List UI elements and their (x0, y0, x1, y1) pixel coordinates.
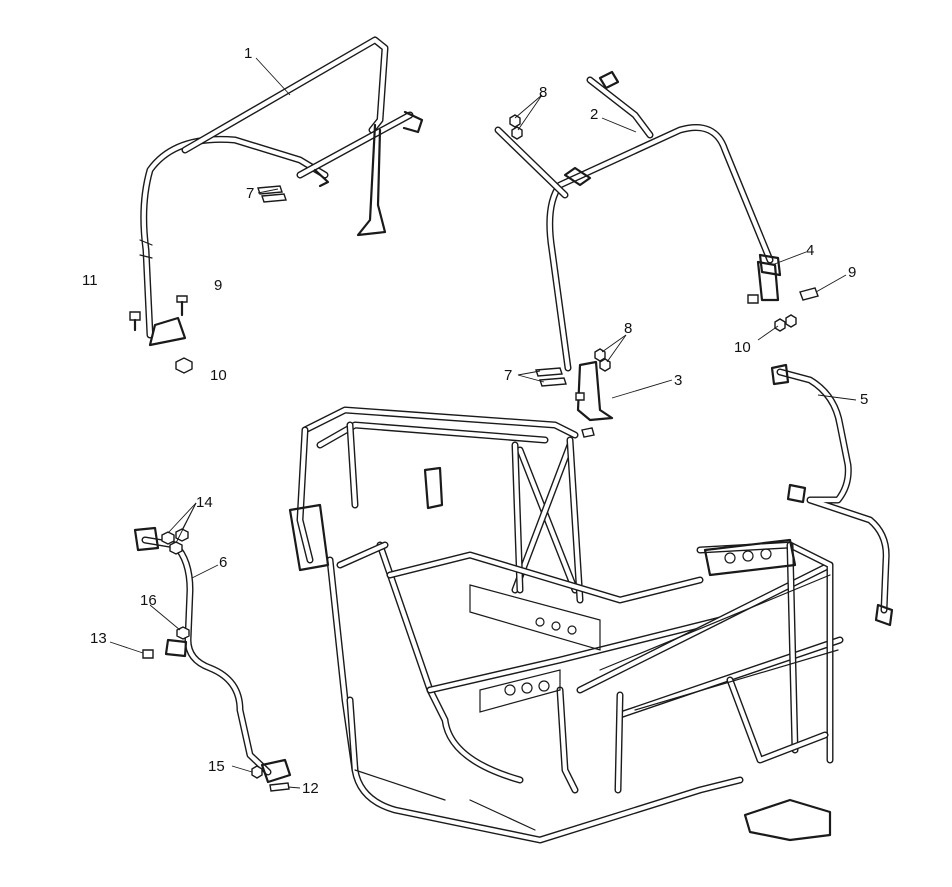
front-roll-cage-part-1 (139, 36, 424, 347)
callout-8-upper: 8 (539, 84, 547, 101)
side-bar-part-5 (770, 363, 894, 627)
callout-9-left: 9 (214, 277, 222, 294)
leader-lines (109, 57, 857, 789)
callout-8-lower: 8 (624, 320, 632, 337)
callout-12: 12 (302, 780, 319, 797)
main-chassis-frame (288, 406, 844, 844)
callout-13: 13 (90, 630, 107, 647)
bracket-part-3 (576, 360, 614, 422)
callout-11: 11 (82, 272, 98, 289)
callout-1: 1 (244, 45, 252, 62)
callout-9-right: 9 (848, 264, 856, 281)
hardware (129, 114, 819, 792)
callout-16: 16 (140, 592, 157, 609)
bracket-part-4 (756, 260, 780, 302)
callout-15: 15 (208, 758, 225, 775)
callout-7-lower: 7 (504, 367, 512, 384)
callout-10-left: 10 (210, 367, 227, 384)
callout-2: 2 (590, 106, 598, 123)
callout-4: 4 (806, 242, 814, 259)
callout-14: 14 (196, 494, 213, 511)
side-bar-part-6 (133, 526, 292, 784)
callout-5: 5 (860, 391, 868, 408)
callout-labels: 1 2 3 4 5 6 7 7 8 8 9 9 10 10 11 12 13 1… (82, 45, 868, 797)
callout-6: 6 (219, 554, 227, 571)
callout-3: 3 (674, 372, 682, 389)
callout-10-right: 10 (734, 339, 751, 356)
callout-7-upper: 7 (246, 185, 254, 202)
rear-roll-cage-part-2 (494, 70, 782, 372)
